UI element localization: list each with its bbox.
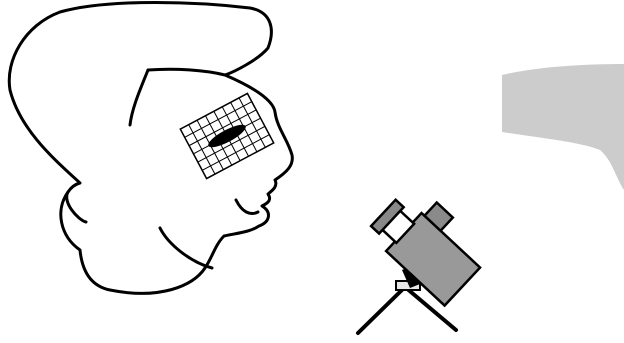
tripod-leg-left xyxy=(358,287,405,333)
chin-line xyxy=(236,200,258,214)
ear-fold xyxy=(67,192,86,222)
curved-screen xyxy=(502,64,624,190)
temple-line xyxy=(148,69,225,75)
jaw-line xyxy=(160,228,212,268)
cheek-line xyxy=(130,70,148,125)
cheek-grid-patch xyxy=(180,93,273,178)
video-camera-on-tripod xyxy=(358,181,492,333)
